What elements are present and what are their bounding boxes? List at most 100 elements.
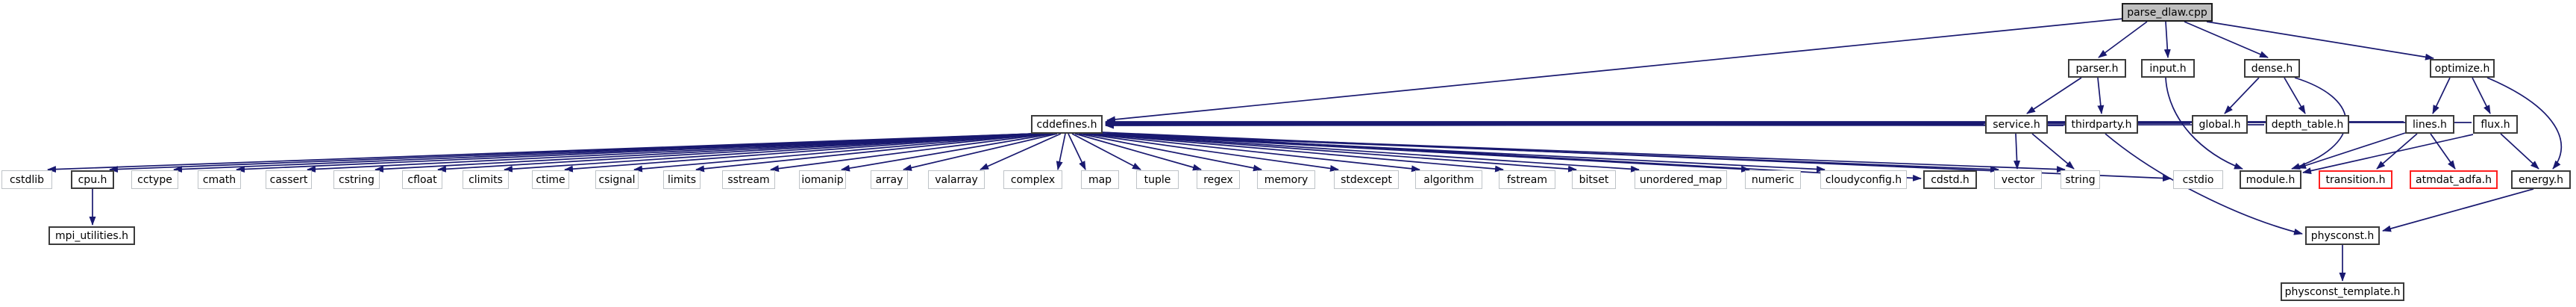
node-label-parse_dlaw_cpp: parse_dlaw.cpp [2127, 6, 2207, 19]
edge-cddefines_h--sstream [770, 133, 1050, 173]
node-label-cddefines_h: cddefines.h [1036, 118, 1097, 131]
edge-cddefines_h--algorithm [1087, 133, 1420, 173]
edge-lines_h--atmdat_adfa_h [2430, 133, 2456, 170]
edge-cddefines_h--map [1068, 133, 1086, 170]
edge-cddefines_h--limits [695, 133, 1047, 173]
node-cstdio: cstdio [2173, 170, 2223, 189]
node-complex: complex [1003, 170, 1062, 189]
node-label-climits: climits [468, 173, 503, 186]
node-memory: memory [1257, 170, 1315, 189]
node-cctype: cctype [131, 170, 178, 189]
node-mpi_utilities_h[interactable]: mpi_utilities.h [48, 226, 135, 245]
node-regex: regex [1197, 170, 1240, 189]
node-vector: vector [1994, 170, 2042, 189]
node-label-service_h: service.h [1993, 118, 2040, 131]
node-label-cfloat: cfloat [407, 173, 437, 186]
edge-cddefines_h--iomanip [841, 133, 1054, 172]
node-cmath: cmath [198, 170, 241, 189]
edge-flux_h--module_h [2302, 134, 2474, 174]
node-label-cstdio: cstdio [2182, 173, 2214, 186]
edge-energy_h--physconst_h [2382, 188, 2534, 232]
node-thirdparty_h[interactable]: thirdparty.h [2065, 115, 2138, 134]
edge-cddefines_h--csignal [633, 133, 1043, 173]
node-unordered_map: unordered_map [1635, 170, 1727, 189]
node-label-cloudyconfig_h: cloudyconfig.h [1825, 173, 1902, 186]
edge-cddefines_h--string [1099, 133, 2066, 173]
node-label-limits: limits [667, 173, 697, 186]
edge-cddefines_h--memory [1078, 133, 1262, 172]
edge-dense_h--global_h [2224, 77, 2260, 114]
node-label-cpu_h: cpu.h [78, 173, 107, 186]
node-label-parser_h: parser.h [2075, 62, 2119, 75]
node-stdexcept: stdexcept [1334, 170, 1399, 189]
edge-cddefines_h--fstream [1091, 133, 1504, 173]
edge-dense_h--depth_table_h [2284, 77, 2306, 114]
node-label-vector: vector [2001, 173, 2035, 186]
node-input_h[interactable]: input.h [2141, 59, 2195, 78]
node-sstream: sstream [722, 170, 775, 189]
node-label-dense_h: dense.h [2251, 62, 2293, 75]
edge-cddefines_h--cctype [173, 133, 1035, 173]
node-depth_table_h[interactable]: depth_table.h [2266, 115, 2349, 134]
node-label-energy_h: energy.h [2518, 173, 2564, 186]
node-label-tuple: tuple [1144, 173, 1171, 186]
edge-cddefines_h--cpu_h [109, 133, 1035, 173]
edge-cddefines_h--cmath [236, 133, 1035, 173]
edge-cddefines_h--cloudyconfig_h [1099, 133, 1826, 173]
node-csignal: csignal [595, 170, 639, 189]
node-lines_h[interactable]: lines.h [2405, 115, 2454, 134]
node-dense_h[interactable]: dense.h [2244, 59, 2300, 78]
edge-cddefines_h--ctime [564, 133, 1039, 173]
node-fstream: fstream [1499, 170, 1555, 189]
node-global_h[interactable]: global.h [2192, 115, 2248, 134]
node-label-csignal: csignal [598, 173, 636, 186]
node-cloudyconfig_h: cloudyconfig.h [1820, 170, 1907, 189]
edge-parser_h--service_h [2026, 77, 2082, 114]
node-label-iomanip: iomanip [801, 173, 844, 186]
node-parse_dlaw_cpp: parse_dlaw.cpp [2122, 3, 2213, 22]
edge-parse_dlaw_cpp--cddefines_h [1106, 18, 2124, 123]
node-label-sstream: sstream [727, 173, 770, 186]
edge-cddefines_h--unordered_map [1099, 133, 1640, 173]
edge-cddefines_h--regex [1074, 133, 1202, 171]
edge-service_h--string [2031, 133, 2075, 170]
node-label-atmdat_adfa_h: atmdat_adfa.h [2416, 173, 2492, 186]
node-energy_h[interactable]: energy.h [2511, 170, 2571, 189]
node-cddefines_h[interactable]: cddefines.h [1031, 115, 1103, 134]
node-label-physconst_h: physconst.h [2310, 229, 2375, 242]
edge-cddefines_h--valarray [980, 133, 1062, 170]
node-label-cmath: cmath [202, 173, 236, 186]
node-module_h[interactable]: module.h [2240, 170, 2301, 189]
edge-cddefines_h--complex [1056, 133, 1066, 170]
edge-cddefines_h--bitset [1095, 133, 1577, 173]
node-label-input_h: input.h [2149, 62, 2187, 75]
node-flux_h[interactable]: flux.h [2473, 115, 2518, 134]
node-label-flux_h: flux.h [2481, 118, 2510, 131]
node-service_h[interactable]: service.h [1985, 115, 2048, 134]
node-cdstd_h[interactable]: cdstd.h [1923, 170, 1977, 189]
node-cfloat: cfloat [402, 170, 442, 189]
node-label-ctime: ctime [536, 173, 565, 186]
node-parser_h[interactable]: parser.h [2068, 59, 2126, 78]
node-transition_h[interactable]: transition.h [2319, 170, 2392, 189]
edge-optimize_h--lines_h [2432, 77, 2451, 114]
node-optimize_h[interactable]: optimize.h [2430, 59, 2495, 78]
node-array: array [871, 170, 908, 189]
edge-parser_h--thirdparty_h [2097, 77, 2105, 114]
edge-service_h--vector [2014, 133, 2021, 170]
node-physconst_template_h[interactable]: physconst_template.h [2281, 282, 2404, 301]
node-string: string [2061, 170, 2100, 189]
node-physconst_h[interactable]: physconst.h [2305, 226, 2380, 245]
node-label-transition_h: transition.h [2325, 173, 2386, 186]
edge-cddefines_h--cstdlib [47, 133, 1035, 173]
edge-cddefines_h--cfloat [437, 133, 1035, 173]
edge-optimize_h--flux_h [2472, 77, 2491, 114]
node-label-map: map [1088, 173, 1112, 186]
node-atmdat_adfa_h[interactable]: atmdat_adfa.h [2410, 170, 2498, 189]
node-label-module_h: module.h [2246, 173, 2295, 186]
node-iomanip: iomanip [799, 170, 846, 189]
edge-cddefines_h--numeric [1099, 133, 1750, 173]
node-label-lines_h: lines.h [2413, 118, 2447, 131]
edge-cddefines_h--vector [1099, 133, 1999, 173]
node-cpu_h[interactable]: cpu.h [71, 170, 114, 189]
